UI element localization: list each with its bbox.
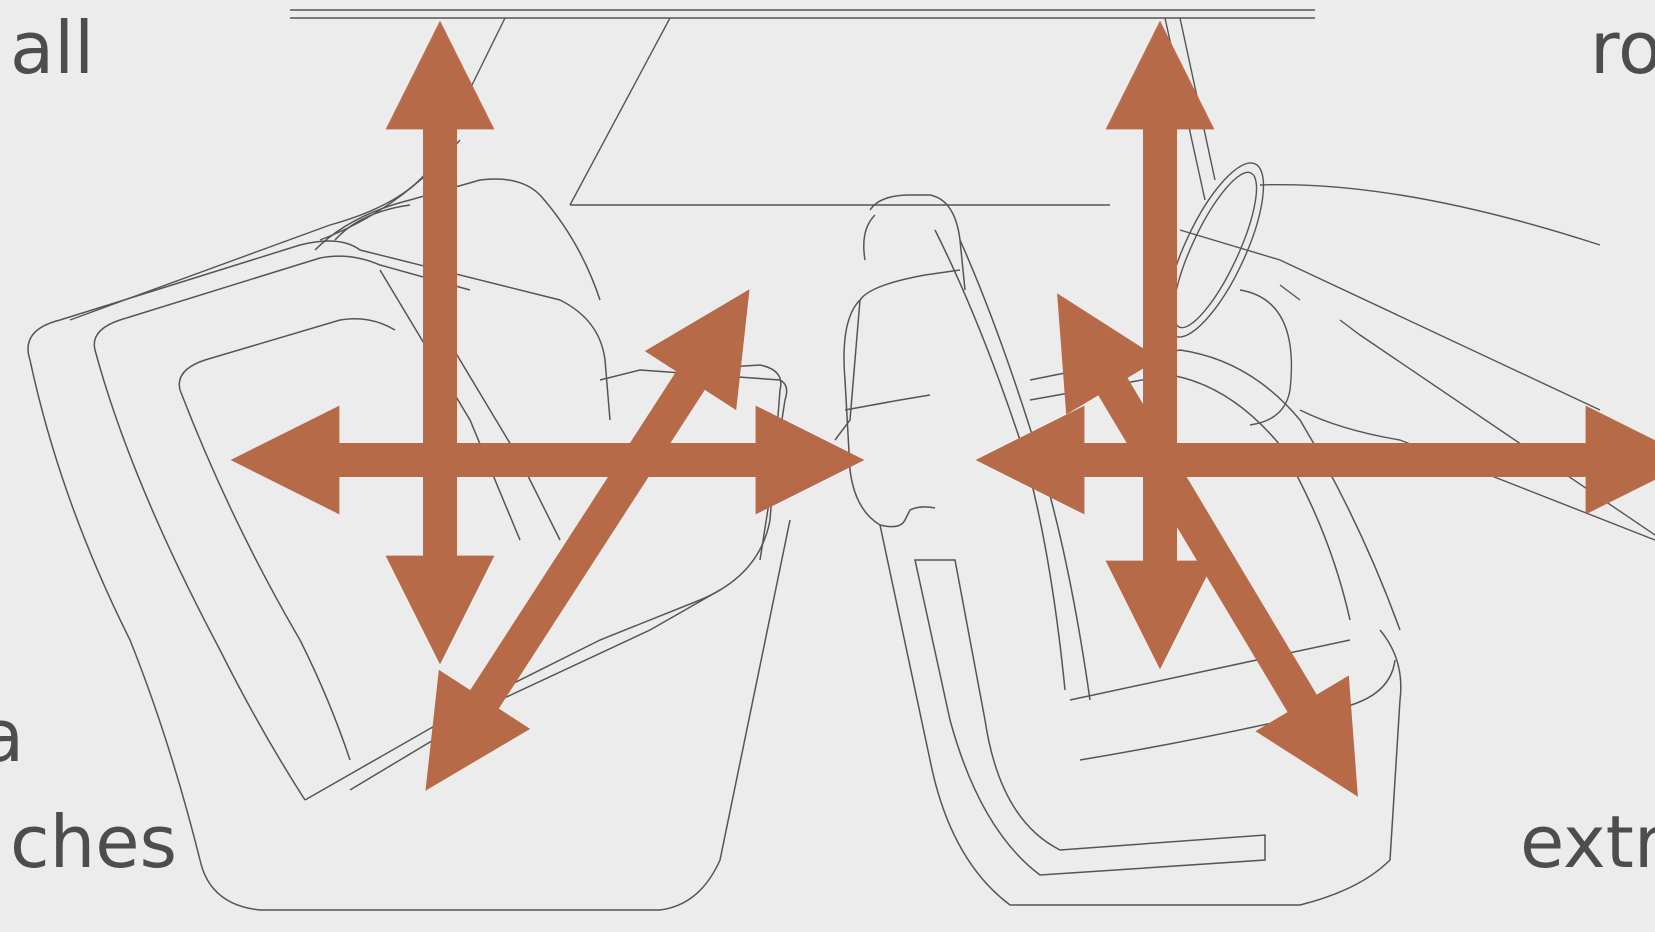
text-fragment-bottom-left: ches	[10, 806, 177, 878]
rear-diagonal-arrow	[455, 335, 720, 745]
front-seat	[835, 195, 1401, 905]
text-fragment-top-right: ro	[1590, 12, 1655, 84]
text-fragment-mid-left: a	[0, 700, 24, 772]
roof-lines	[290, 10, 1315, 18]
front-seat-arrows	[1030, 75, 1640, 750]
text-fragment-top-left: all	[10, 12, 94, 84]
rear-seat-arrows	[285, 75, 810, 745]
text-fragment-bottom-right: extr	[1520, 806, 1655, 878]
